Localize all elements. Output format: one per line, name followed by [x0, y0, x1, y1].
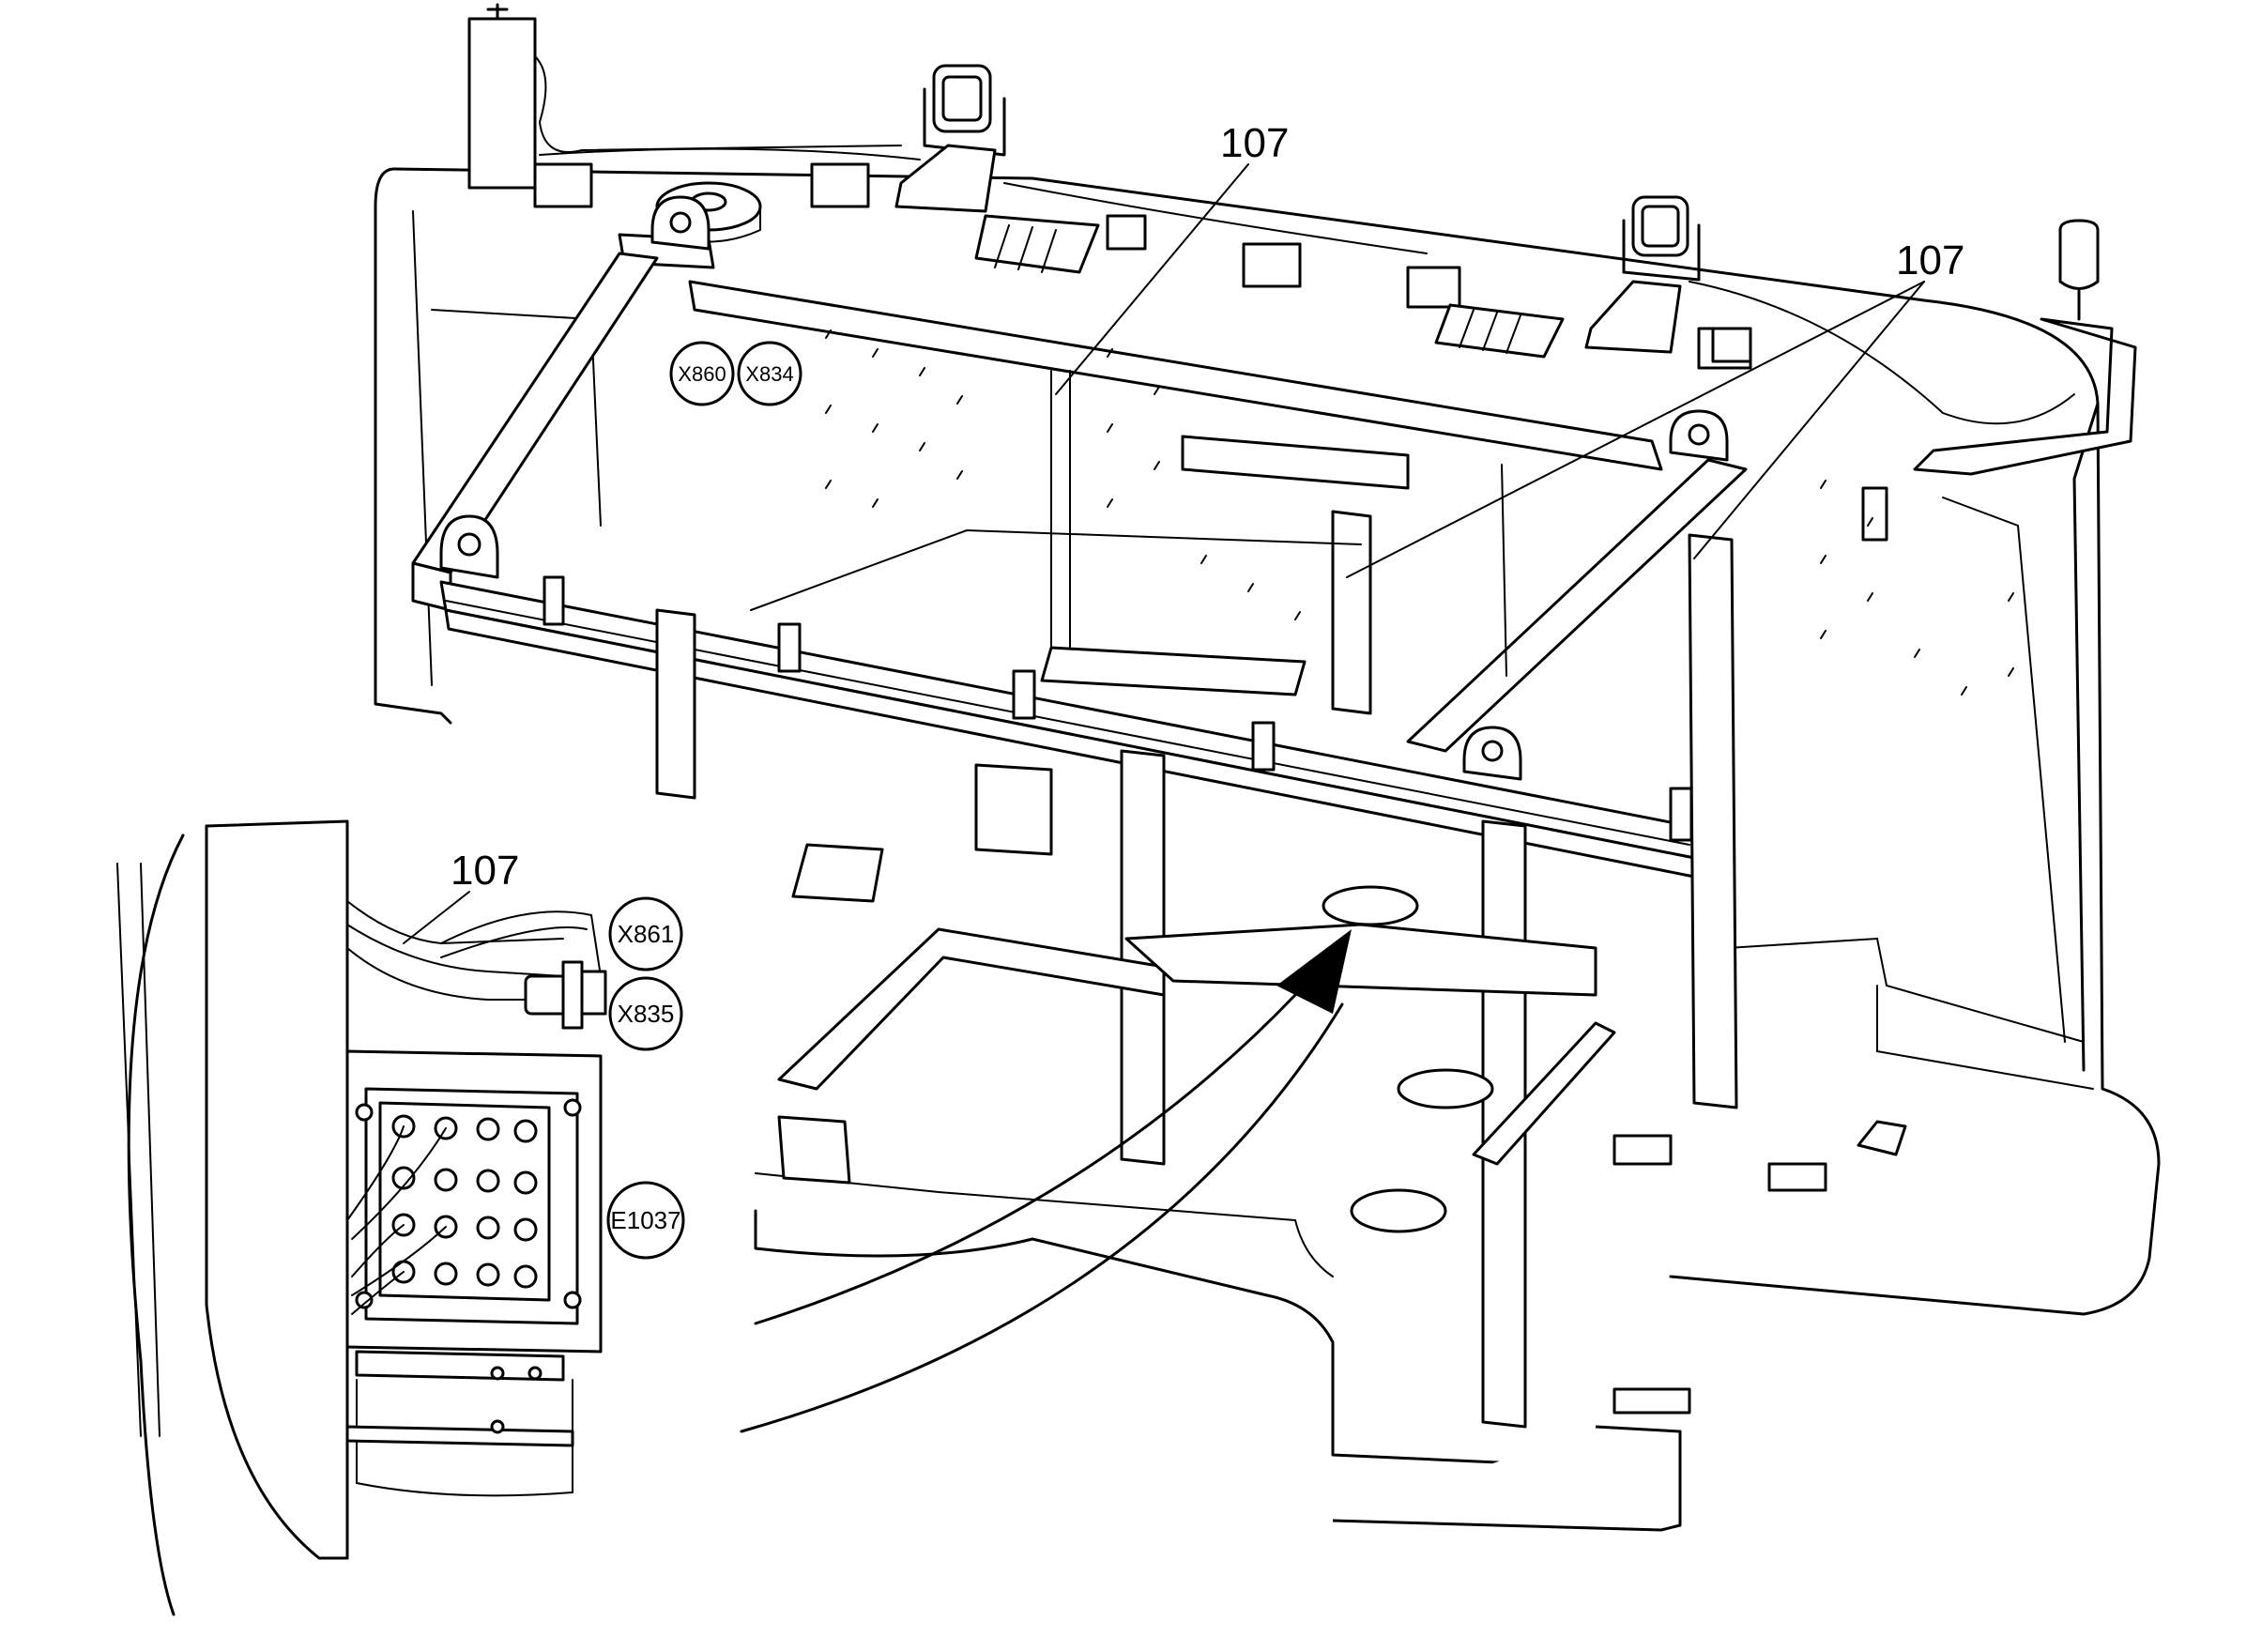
- cross-panels: [750, 435, 1410, 856]
- beacon-light: [1913, 219, 2137, 476]
- callout-harness-detail: 107: [451, 848, 519, 894]
- callout-leaders: [1055, 163, 1925, 578]
- detail-pointer-arrow: [740, 929, 1352, 1433]
- receptacle-grid: [391, 1114, 538, 1289]
- upper-frame: [411, 195, 1888, 880]
- connector-x835: X835: [608, 976, 683, 1051]
- connector-e1037-label: E1037: [610, 1206, 680, 1234]
- connector-x834-label: X834: [745, 362, 793, 386]
- vertical-posts: [655, 370, 1738, 1429]
- callout-harness-right: 107: [1896, 237, 1964, 283]
- roof-lamp-left: [894, 64, 1006, 213]
- panel-rivets: [825, 329, 2014, 696]
- lower-tray: [777, 843, 1907, 1532]
- connector-x834: X834: [737, 341, 802, 406]
- connector-x861: X861: [608, 896, 683, 971]
- connector-x861-label: X861: [618, 920, 675, 948]
- cab-body-outline: [374, 167, 2161, 1466]
- callout-detail-leader: [403, 891, 470, 944]
- connector-x860: X860: [669, 341, 735, 406]
- roof-panels: [533, 162, 1752, 370]
- connector-x860-label: X860: [678, 362, 726, 386]
- connector-x835-label: X835: [618, 1000, 675, 1028]
- roof-harness: [539, 147, 2075, 425]
- detail-inset: [116, 819, 607, 1616]
- callout-harness-top: 107: [1220, 120, 1289, 166]
- roof-lamp-right: [1584, 195, 1701, 354]
- junction-box-top: [467, 3, 902, 190]
- connector-e1037: E1037: [606, 1181, 685, 1260]
